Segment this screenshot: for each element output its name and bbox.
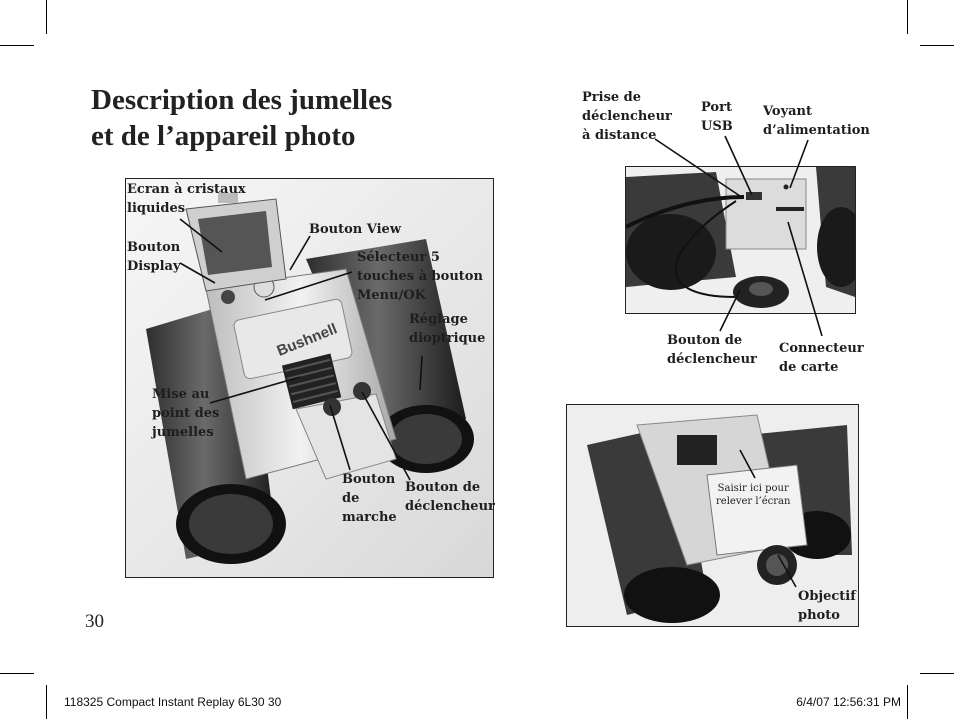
- label-remote-shutter: Bouton de déclencheur: [667, 333, 757, 367]
- label-diopter: Réglage dioptrique: [409, 312, 486, 346]
- label-usb-port: Port USB: [701, 100, 733, 134]
- lens-detail-photo: [566, 404, 859, 627]
- label-camera-lens: Objectif photo: [798, 589, 856, 623]
- title-line-1: Description des jumelles: [91, 84, 393, 116]
- label-view-button: Bouton View: [309, 222, 402, 237]
- page-number: 30: [85, 611, 104, 632]
- label-remote-jack: Prise de déclencheur à distance: [582, 90, 672, 143]
- label-card-slot: Connecteur de carte: [779, 341, 864, 375]
- label-lcd-screen: Ecran à cristaux liquides: [127, 182, 246, 216]
- connector-detail-photo: [625, 166, 856, 314]
- title-line-2: et de l’appareil photo: [91, 120, 356, 152]
- connector-illustration: [626, 167, 855, 313]
- label-lift-screen: Saisir ici pour relever l’écran: [716, 483, 791, 507]
- footer-slug-right: 6/4/07 12:56:31 PM: [796, 695, 901, 709]
- label-selector: Sélecteur 5 touches à bouton Menu/OK: [357, 250, 483, 303]
- label-display-button: Bouton Display: [127, 240, 181, 274]
- label-shutter-button: Bouton de déclencheur: [405, 480, 495, 514]
- footer-slug-left: 118325 Compact Instant Replay 6L30 30: [64, 695, 282, 709]
- lens-illustration: [567, 405, 858, 626]
- page-title: Description des jumelles et de l’apparei…: [91, 82, 392, 154]
- label-focus-wheel: Mise au point des jumelles: [152, 387, 220, 440]
- label-power-button: Bouton de marche: [342, 472, 397, 525]
- label-power-led: Voyant d’alimentation: [763, 104, 870, 138]
